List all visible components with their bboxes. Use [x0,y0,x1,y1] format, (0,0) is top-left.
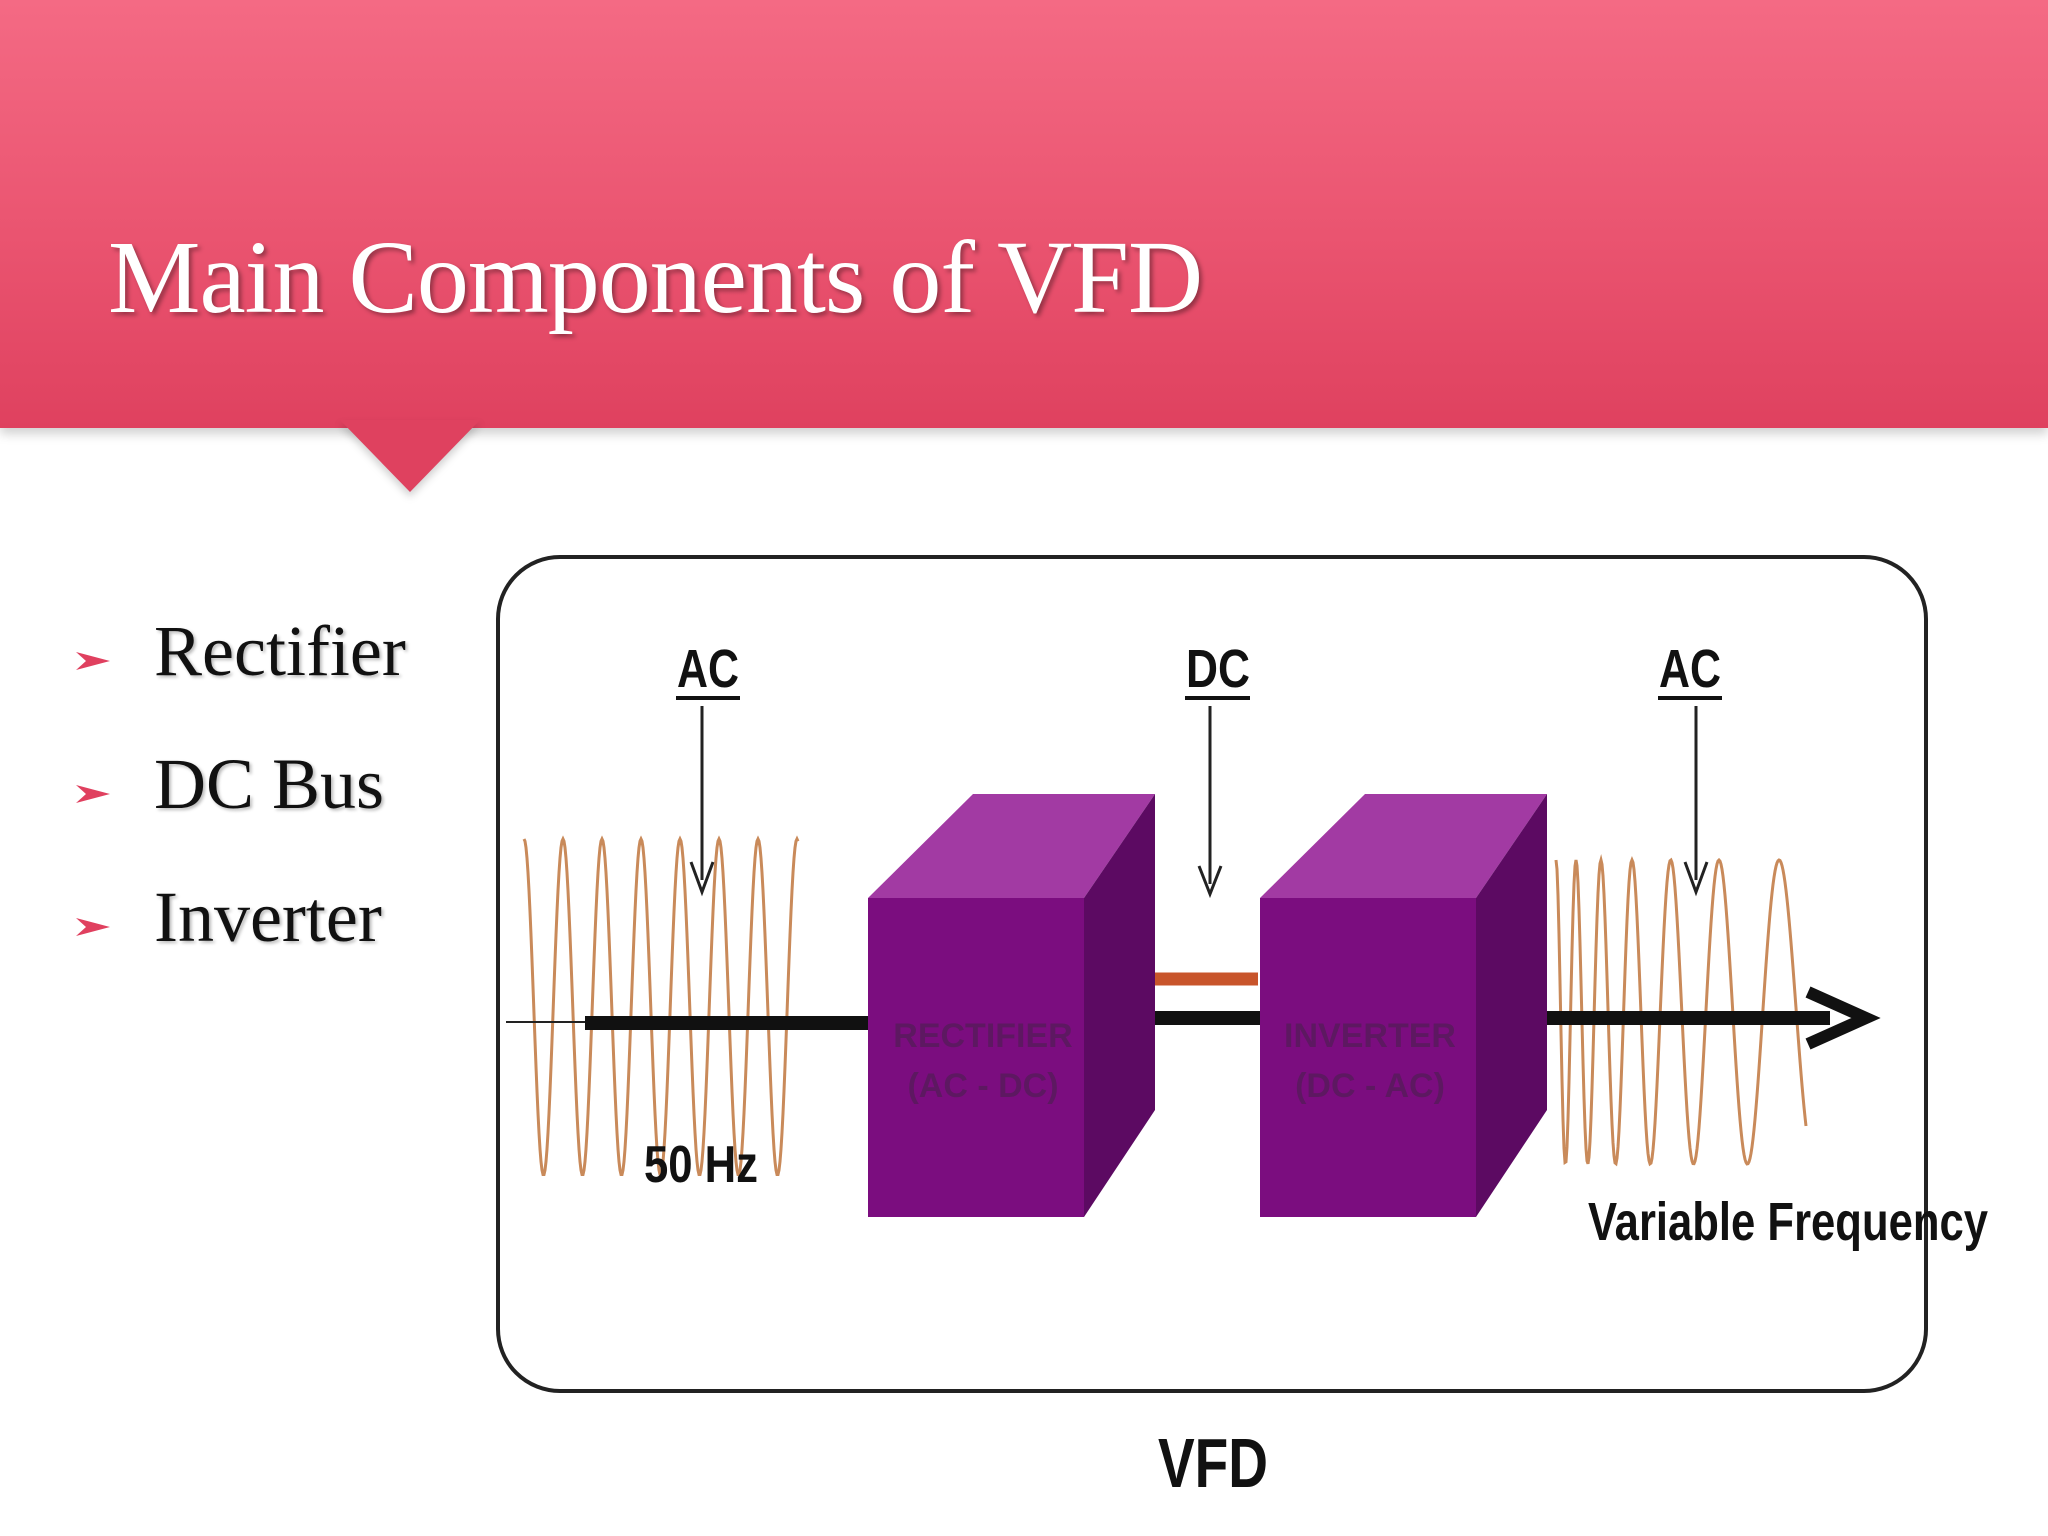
output-frequency-label: Variable Frequency [1588,1192,1988,1252]
diagram-caption: VFD [1158,1424,1268,1502]
rectifier-side-face [1084,794,1155,1217]
ac-output-pointer-arrowhead [1683,861,1709,897]
ac-input-label: AC [677,639,739,699]
title-banner [0,0,2048,428]
inverter-side-face [1476,794,1547,1217]
rectifier-top-face [868,794,1155,898]
rectifier-block-label: RECTIFIER [893,1017,1072,1055]
inverter-block-label: INVERTER [1284,1017,1456,1055]
arrow-bullet-icon [76,652,110,670]
inverter-block-sublabel: (DC - AC) [1295,1067,1445,1105]
input-sine-wave [522,835,800,1176]
arrow-bullet-icon [76,785,110,803]
rectifier-block: RECTIFIER (AC - DC) [868,794,1155,1217]
slide-title: Main Components of VFD [108,220,1203,335]
bullet-label: Rectifier [154,611,406,691]
output-arrowhead [1805,986,1881,1050]
ac-output-label: AC [1659,639,1721,699]
rectifier-block-sublabel: (AC - DC) [907,1067,1058,1105]
banner-pointer [340,420,480,492]
bullet-label: DC Bus [154,744,385,824]
arrow-bullet-icon [76,918,110,936]
dc-pointer-arrowhead [1197,865,1223,899]
bullet-label: Inverter [154,877,382,957]
ac-input-pointer-arrowhead [689,861,715,897]
dc-label: DC [1186,639,1250,699]
rectifier-front-face [868,898,1084,1217]
diagram-frame [496,555,1928,1393]
inverter-front-face [1260,898,1476,1217]
inverter-block: INVERTER (DC - AC) [1260,794,1547,1217]
inverter-top-face [1260,794,1547,898]
input-frequency-label: 50 Hz [644,1136,758,1194]
output-sine-wave [1554,854,1808,1167]
